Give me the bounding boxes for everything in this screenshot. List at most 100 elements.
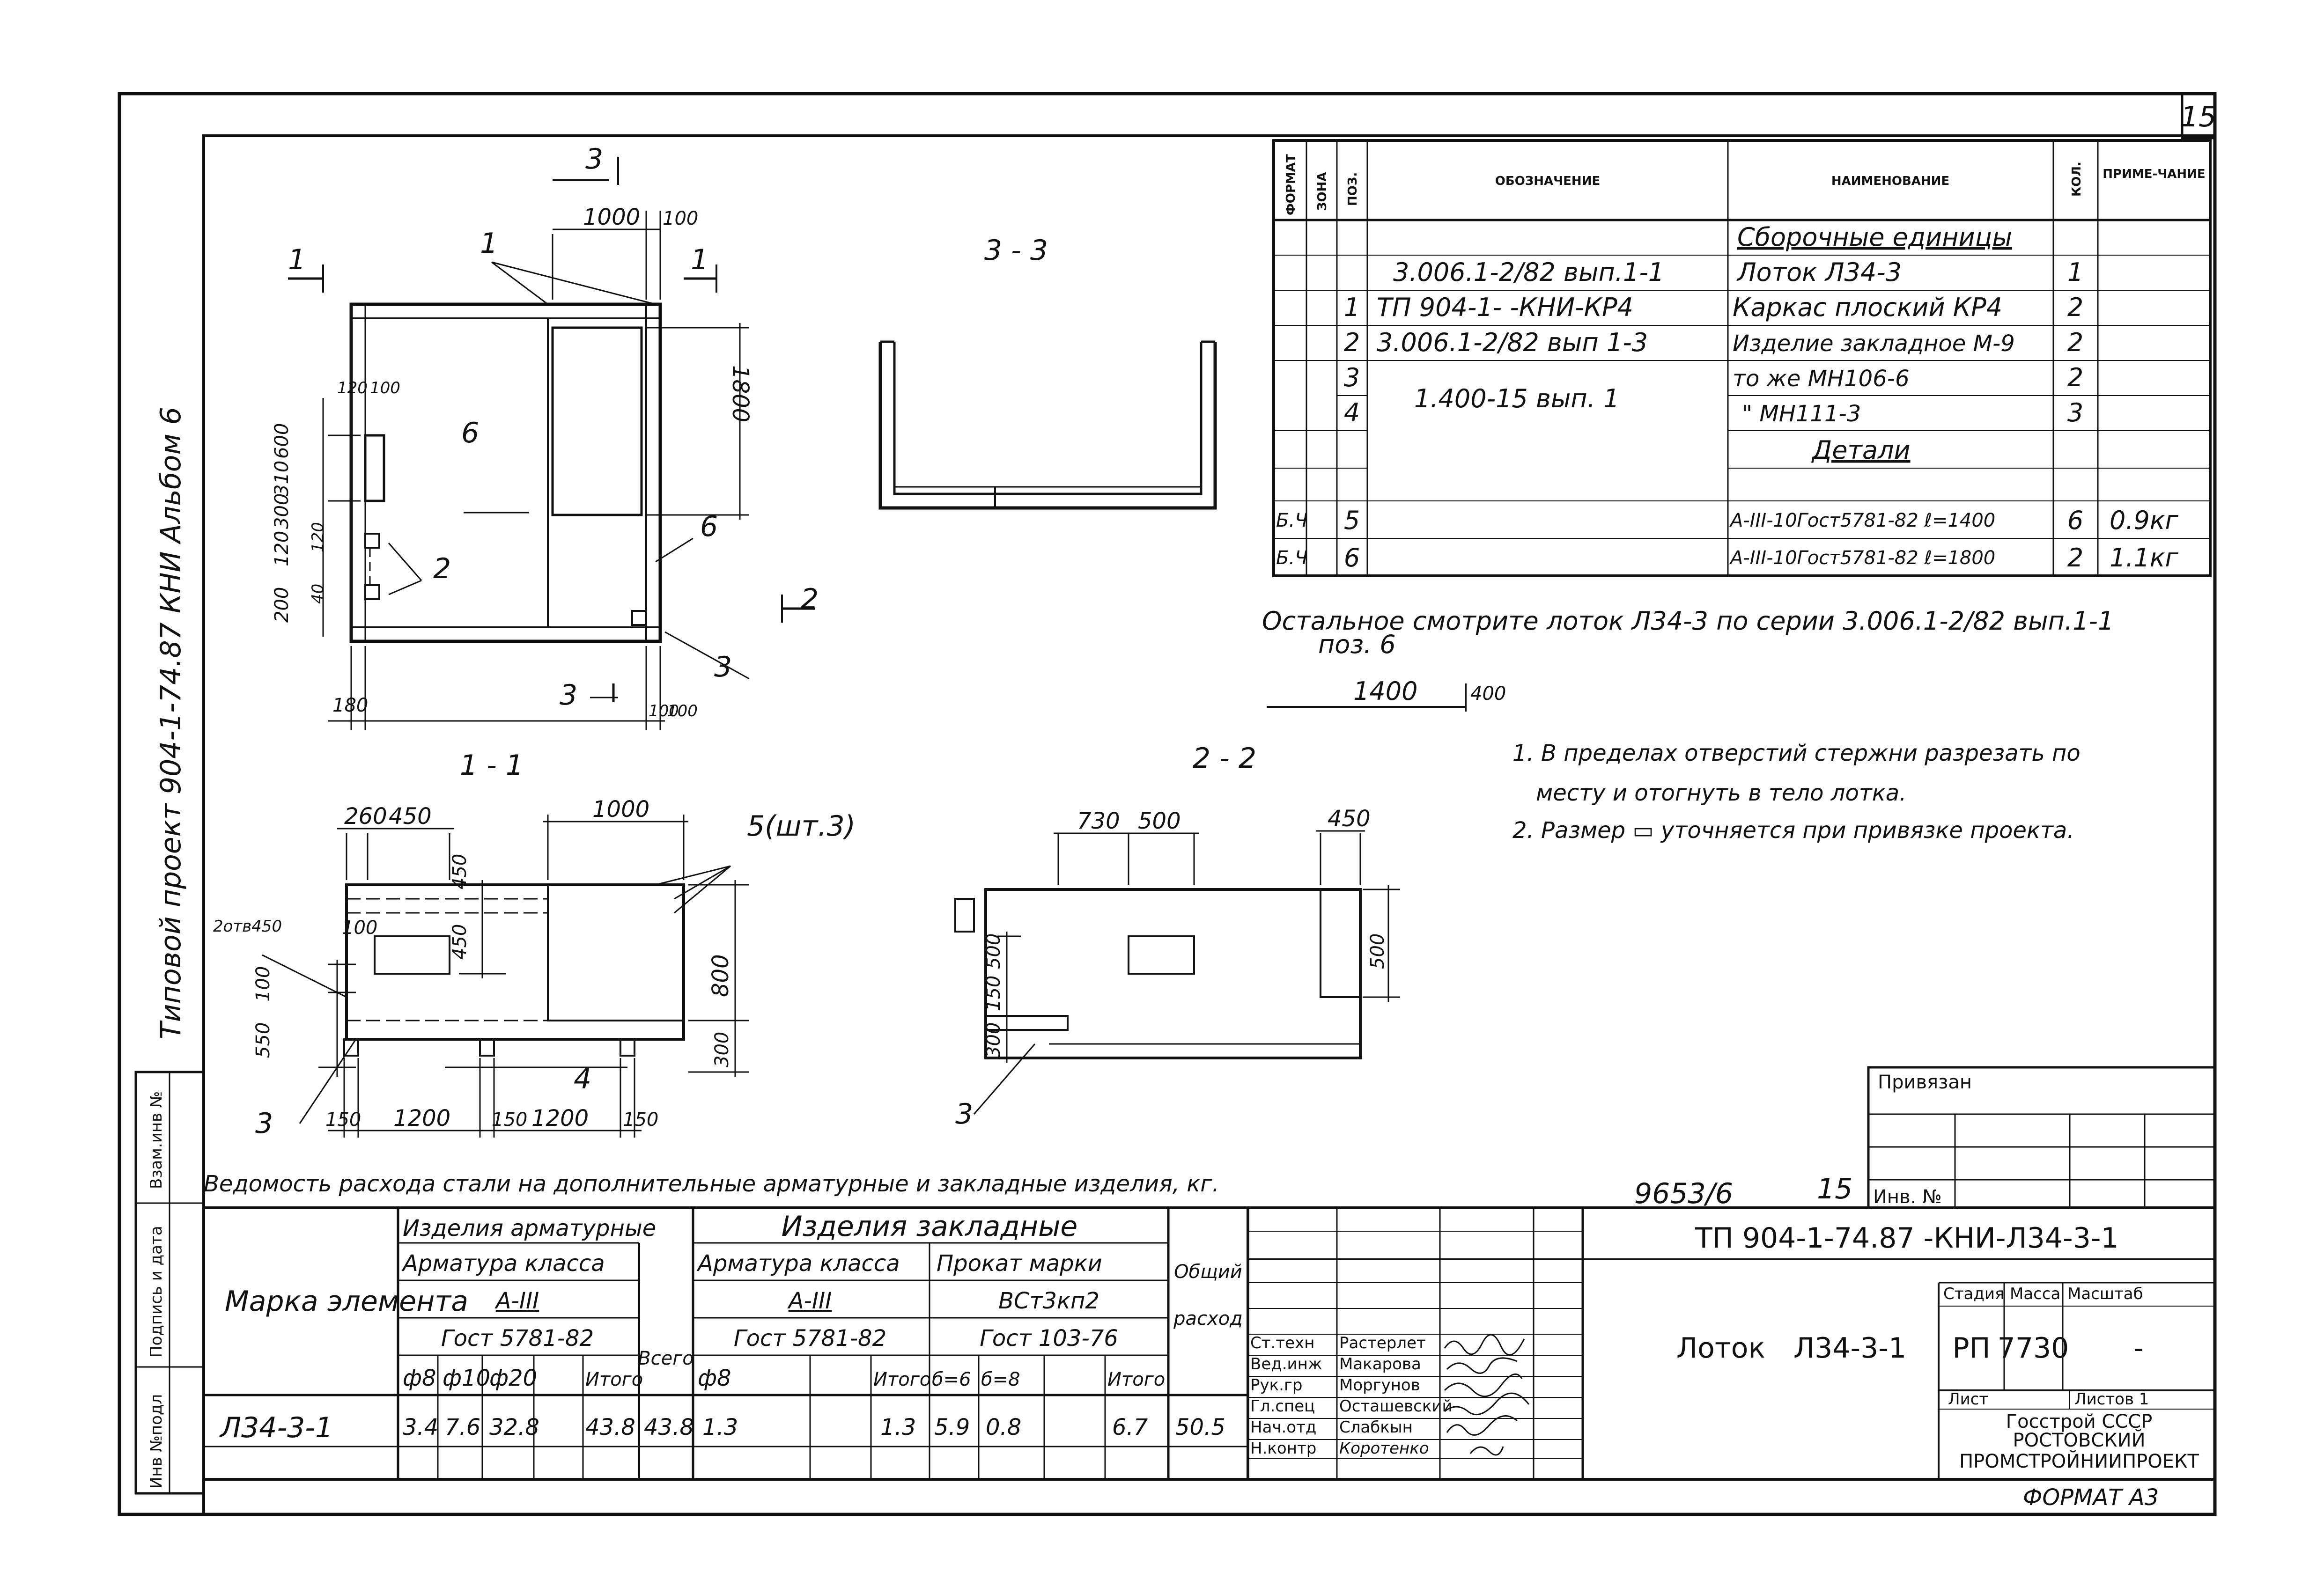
spec-header-pos: ПОЗ. xyxy=(1346,172,1360,206)
plan-dimension: 100 xyxy=(667,702,698,720)
spec-row-note: 1.1кг xyxy=(2110,543,2178,573)
spec-header-name: НАИМЕНОВАНИЕ xyxy=(1831,174,1949,188)
spec-row-qty: 1 xyxy=(2067,257,2083,287)
plan-section-marker: 1 xyxy=(288,243,306,276)
stage-label: Стадия xyxy=(1943,1285,2004,1303)
steel-armature-a3-2: А-III xyxy=(787,1288,832,1314)
remark-line: Остальное смотрите лоток Л34-3 по серии … xyxy=(1262,606,2114,636)
sec11-dimension: 1200 xyxy=(531,1105,589,1131)
spec-row-pos: 6 xyxy=(1344,543,1360,573)
remark-dimension: 1400 xyxy=(1353,676,1417,706)
steel-gost-103: Гост 103-76 xyxy=(980,1325,1118,1352)
signature-name: Слабкын xyxy=(1339,1418,1413,1437)
section-1-1-drawing xyxy=(262,815,749,1138)
spec-row-pos: 2 xyxy=(1344,328,1360,357)
steel-embedded-products: Изделия закладные xyxy=(782,1210,1078,1243)
plan-section-marker: 3 xyxy=(560,679,577,712)
title-block-name-code: Л34-3-1 xyxy=(1793,1332,1906,1365)
sec11-dimension: 450 xyxy=(389,803,432,830)
sheet-reference: 15 xyxy=(1817,1173,1852,1205)
sec11-dimension: 2отв450 xyxy=(213,917,282,936)
steel-row-value: 32.8 xyxy=(489,1414,539,1440)
sec22-dimension: 500 xyxy=(1138,808,1181,834)
plan-callout: 6 xyxy=(461,417,479,449)
steel-table-title: Ведомость расхода стали на дополнительны… xyxy=(204,1171,1219,1197)
spec-row-name: А-III-10Гост5781-82 ℓ=1800 xyxy=(1729,547,1995,569)
spec-row-name: А-III-10Гост5781-82 ℓ=1400 xyxy=(1729,510,1995,531)
plan-dimension: 1800 xyxy=(727,365,753,422)
sec11-dimension: 550 xyxy=(252,1022,274,1058)
sheet-number: 15 xyxy=(2181,101,2216,133)
steel-row-value: 50.5 xyxy=(1175,1414,1225,1440)
steel-row-mark: Л34-3-1 xyxy=(219,1411,333,1444)
spec-row-qty: 6 xyxy=(2067,506,2083,535)
plan-dimension: 100 xyxy=(649,702,679,720)
spec-header-format: ФОРМАТ xyxy=(1284,154,1298,215)
section-title: 3 - 3 xyxy=(984,234,1048,267)
steel-col-header: Итого xyxy=(873,1369,931,1390)
spec-row-name: то же МН106-6 xyxy=(1733,366,1910,392)
inner-frame xyxy=(202,134,2216,1516)
spec-row-name: Сборочные единицы xyxy=(1737,222,2012,252)
plan-dimension: 120 xyxy=(271,531,293,566)
spec-row-name: Лоток Л34-3 xyxy=(1736,257,1902,287)
plan-drawing xyxy=(288,157,815,730)
plan-dimension: 40 xyxy=(309,584,327,604)
title-block xyxy=(1247,1206,2216,1481)
sec11-dimension: 450 xyxy=(449,854,471,889)
signature-name: Растерлет xyxy=(1339,1334,1426,1352)
steel-col-header: Итого xyxy=(585,1369,643,1390)
spec-row-note: 0.9кг xyxy=(2110,506,2178,535)
plan-dimension: 1000 xyxy=(583,204,640,230)
spec-row-qty: 2 xyxy=(2067,363,2083,392)
plan-dimension: 120 xyxy=(309,522,327,552)
spec-row-name: " МН111-3 xyxy=(1742,401,1861,427)
spec-row-designation: 3.006.1-2/82 вып 1-3 xyxy=(1377,328,1648,357)
plan-dimension: 600 xyxy=(271,423,293,459)
sec11-callout: 3 xyxy=(255,1107,273,1140)
plan-dimension: 310 xyxy=(271,461,293,496)
spec-row-name: Изделие закладное М-9 xyxy=(1733,331,2015,357)
spec-row-designation: ТП 904-1- -КНИ-КР4 xyxy=(1377,293,1633,322)
signature-role: Рук.гр xyxy=(1250,1376,1302,1395)
handwritten-signatures xyxy=(1444,1334,1530,1456)
steel-col-header: Итого xyxy=(1107,1369,1165,1390)
signature-role: Нач.отд xyxy=(1250,1418,1316,1437)
sec11-dimension: 450 xyxy=(449,924,471,960)
signature-role: Гл.спец xyxy=(1250,1397,1315,1416)
sec11-dimension: 100 xyxy=(342,917,377,939)
plan-section-marker: 3 xyxy=(585,143,603,176)
plan-dimension: 100 xyxy=(663,208,698,229)
spec-row-format: Б.Ч xyxy=(1276,547,1308,569)
spec-row-name: Каркас плоский КР4 xyxy=(1733,293,2002,322)
section-title: 2 - 2 xyxy=(1193,742,1256,775)
signature-name: Осташевский xyxy=(1339,1397,1453,1416)
steel-gost-5781: Гост 5781-82 xyxy=(441,1325,594,1352)
plan-dimension: 100 xyxy=(370,379,400,397)
spec-header-note: ПРИМЕ-ЧАНИЕ xyxy=(2103,167,2205,181)
spec-row-qty: 3 xyxy=(2067,398,2083,427)
signature-name: Моргунов xyxy=(1339,1376,1420,1395)
inv-number-label: Инв. № xyxy=(1873,1186,1942,1208)
document-number: 9653/6 xyxy=(1634,1177,1733,1210)
sec22-dimension: 150 xyxy=(983,976,1004,1011)
format-label: ФОРМАТ А3 xyxy=(2023,1484,2159,1511)
steel-armature-class: Арматура класса xyxy=(401,1250,605,1277)
sec11-dimension: 150 xyxy=(492,1109,527,1131)
steel-gost-5781-2: Гост 5781-82 xyxy=(734,1325,886,1352)
sec11-dimension: 260 xyxy=(344,803,387,830)
note-line: 2. Размер ▭ уточняется при привязке прое… xyxy=(1512,817,2074,844)
bound-label: Привязан xyxy=(1878,1072,1972,1093)
plan-section-marker: 1 xyxy=(691,243,708,276)
spec-row-name: Детали xyxy=(1811,435,1911,465)
sec22-callout: 3 xyxy=(955,1098,973,1131)
spec-row-pos: 3 xyxy=(1344,363,1360,392)
spec-row-pos: 1 xyxy=(1344,293,1360,322)
plan-section-marker: 2 xyxy=(801,583,819,616)
steel-total-label: Всего xyxy=(638,1348,694,1369)
steel-col-header: ф20 xyxy=(489,1365,537,1391)
remark-dimension: 400 xyxy=(1470,683,1506,705)
sec11-dimension: 150 xyxy=(623,1109,658,1131)
plan-callout: 1 xyxy=(480,227,498,260)
steel-row-value: 43.8 xyxy=(644,1414,694,1440)
